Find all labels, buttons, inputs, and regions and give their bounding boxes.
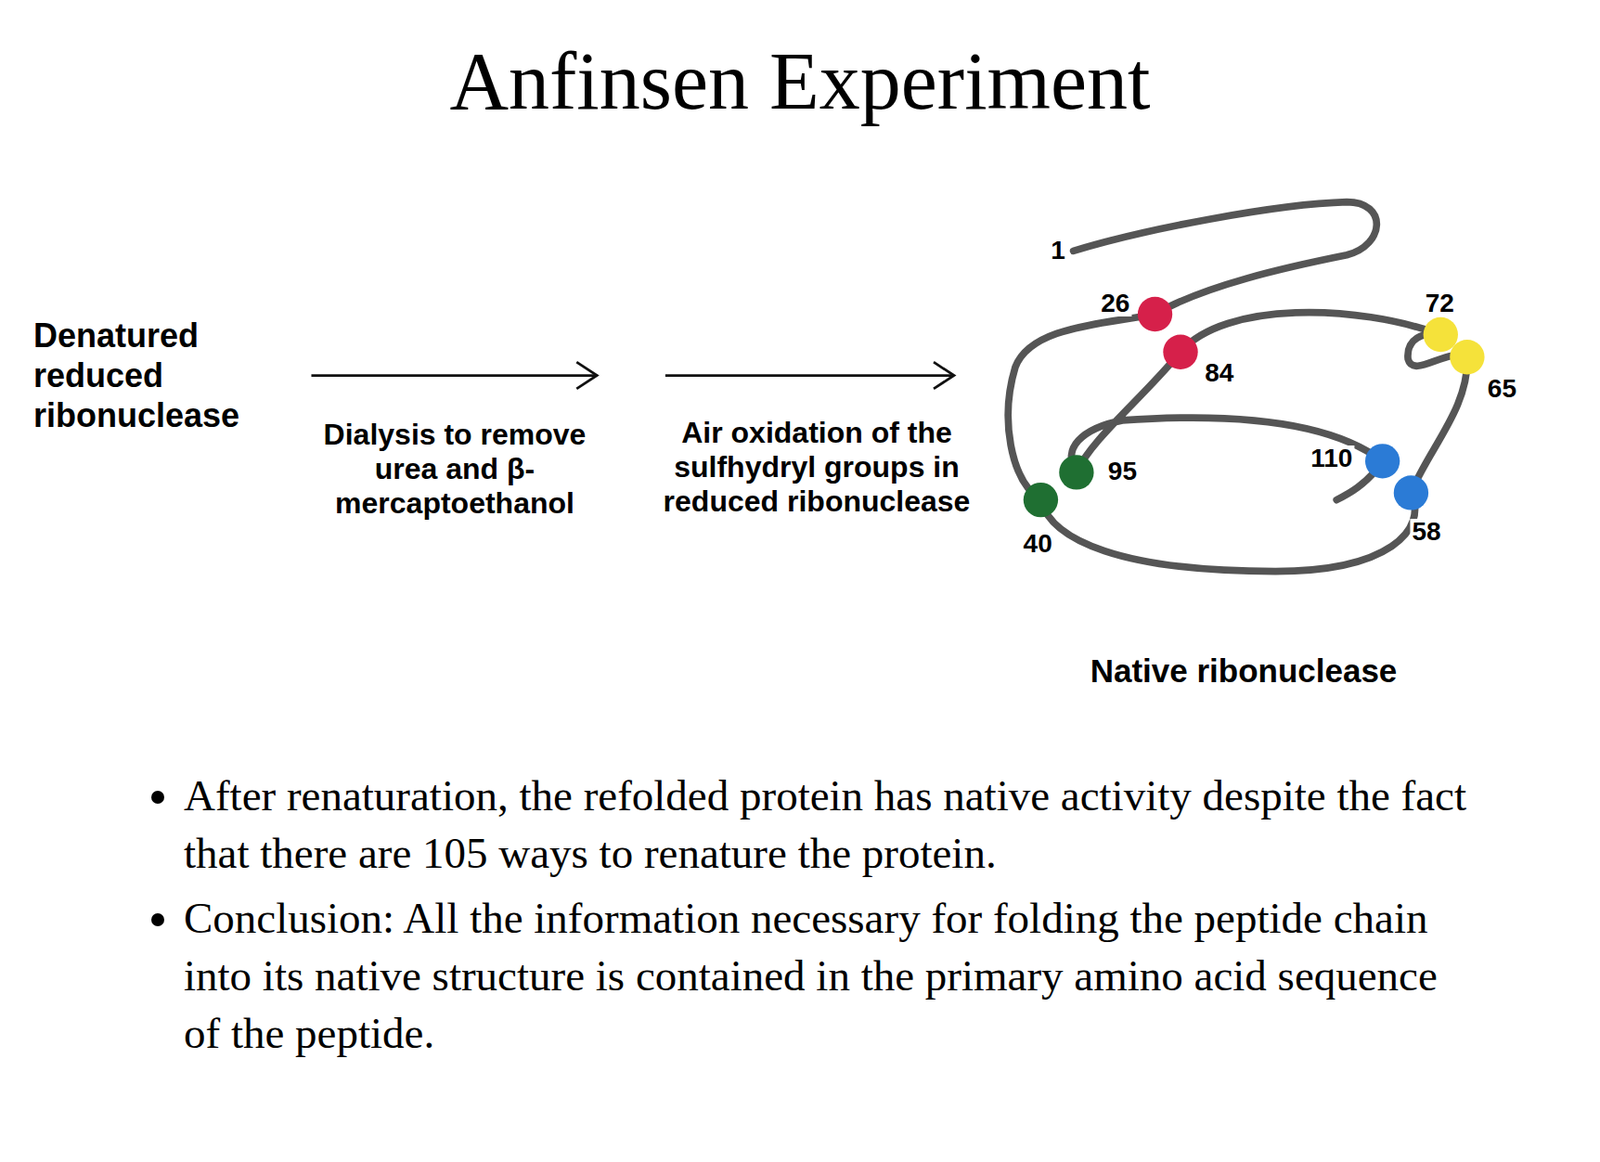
residue-number: 40 (1021, 530, 1055, 557)
residue-number: 26 (1098, 290, 1132, 317)
residue-number: 65 (1485, 375, 1519, 402)
disulfide-bonds (1023, 296, 1485, 517)
cysteine-95 (1058, 454, 1094, 490)
figure-caption: Native ribonuclease (965, 651, 1523, 691)
cysteine-58 (1393, 475, 1429, 510)
residue-number: 58 (1410, 518, 1444, 545)
cysteine-65 (1449, 339, 1484, 375)
residue-number: 110 (1308, 445, 1355, 472)
cysteine-26 (1137, 296, 1173, 332)
residue-number: 1 (1048, 237, 1068, 264)
peptide-chain (1007, 202, 1468, 572)
residue-number: 72 (1423, 290, 1457, 317)
bullet-list: After renaturation, the refolded protein… (127, 766, 1484, 1070)
page-title: Anfinsen Experiment (0, 35, 1600, 129)
bullet-point: Conclusion: All the information necessar… (183, 889, 1484, 1062)
start-label: Denatured reduced ribonuclease (33, 315, 298, 436)
process-arrows (310, 361, 955, 389)
cysteine-110 (1365, 443, 1400, 478)
bullet-point: After renaturation, the refolded protein… (183, 766, 1484, 882)
residue-number: 84 (1202, 360, 1236, 387)
cysteine-40 (1023, 482, 1059, 517)
cysteine-84 (1162, 335, 1198, 370)
step-caption: Dialysis to remove urea and β-mercaptoet… (296, 417, 613, 521)
residue-number: 95 (1106, 458, 1139, 485)
cysteine-72 (1423, 317, 1459, 352)
step-caption: Air oxidation of the sulfhydryl groups i… (635, 415, 998, 519)
